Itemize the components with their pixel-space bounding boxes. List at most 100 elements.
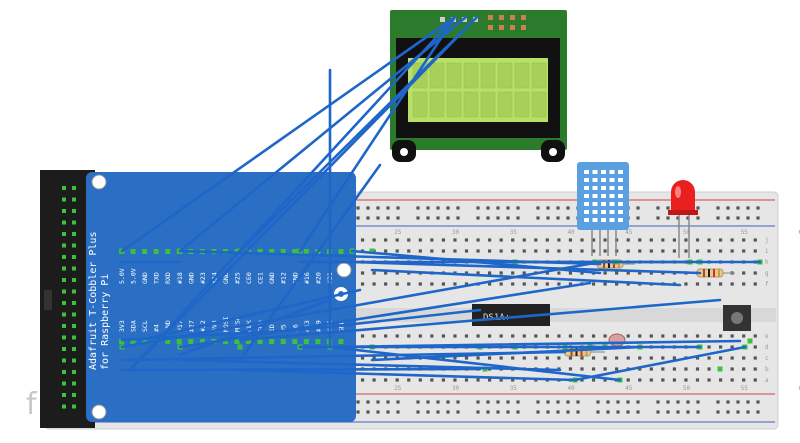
rail-hole bbox=[496, 216, 500, 220]
cobbler-pin-label: #27 bbox=[187, 320, 195, 332]
breadboard-hole bbox=[557, 356, 561, 360]
jumper-end bbox=[717, 366, 723, 372]
connector-pin bbox=[72, 301, 76, 305]
breadboard-hole bbox=[684, 249, 688, 253]
breadboard-hole bbox=[603, 282, 607, 286]
rail-hole bbox=[746, 400, 750, 404]
breadboard-hole bbox=[684, 378, 688, 382]
sensor-grille-slot bbox=[592, 170, 598, 174]
sensor-grille-slot bbox=[584, 218, 589, 222]
cobbler-pin-label: GND bbox=[164, 320, 172, 332]
breadboard-hole bbox=[661, 238, 665, 242]
lcd-cell bbox=[531, 91, 547, 118]
rail-hole bbox=[756, 206, 760, 210]
rail-hole bbox=[666, 216, 670, 220]
breadboard-hole bbox=[488, 334, 492, 338]
column-number: 45 bbox=[625, 385, 633, 392]
breadboard-hole bbox=[430, 249, 434, 253]
connector-pin bbox=[72, 243, 76, 248]
connector-pin bbox=[62, 197, 66, 202]
breadboard-hole bbox=[730, 334, 734, 338]
resistor-band bbox=[575, 348, 578, 356]
jumper-wire bbox=[573, 345, 747, 382]
breadboard-hole bbox=[488, 356, 492, 360]
breadboard-hole bbox=[742, 334, 746, 338]
connector-pin bbox=[62, 186, 66, 190]
breadboard-hole bbox=[464, 356, 469, 360]
connector-pin bbox=[62, 220, 66, 225]
breadboard-hole bbox=[464, 238, 469, 242]
rail-hole bbox=[696, 206, 700, 210]
breadboard-hole bbox=[557, 271, 561, 275]
column-number: 60 bbox=[798, 229, 800, 236]
breadboard-hole bbox=[534, 282, 538, 286]
breadboard-hole bbox=[488, 238, 492, 242]
rail-hole bbox=[366, 216, 370, 220]
sensor-grille-slot bbox=[618, 218, 623, 222]
rail-hole bbox=[666, 206, 670, 210]
rail-hole bbox=[496, 400, 500, 404]
breadboard-hole bbox=[742, 367, 746, 371]
sensor-grille-slot bbox=[601, 170, 606, 174]
breadboard-hole bbox=[603, 378, 607, 382]
breadboard-hole bbox=[441, 378, 445, 382]
lcd-cell bbox=[429, 91, 445, 118]
column-number: 50 bbox=[683, 385, 691, 392]
rail-hole bbox=[366, 206, 370, 210]
sensor-grille-slot bbox=[584, 178, 589, 182]
rail-hole bbox=[556, 400, 560, 404]
breadboard-hole bbox=[591, 367, 596, 371]
breadboard-hole bbox=[395, 378, 399, 382]
lcd-cell bbox=[497, 91, 513, 118]
jumper-end bbox=[237, 344, 243, 350]
breadboard-hole bbox=[430, 282, 434, 286]
breadboard-hole bbox=[719, 378, 723, 382]
rail-hole bbox=[536, 216, 540, 220]
breadboard-hole bbox=[407, 334, 411, 338]
connector-pin bbox=[62, 301, 66, 305]
breadboard-hole bbox=[580, 238, 584, 242]
cobbler-pin bbox=[269, 339, 275, 344]
cobbler-pin-label: #25 bbox=[234, 272, 242, 284]
breadboard-hole bbox=[615, 271, 619, 275]
breadboard-hole bbox=[649, 249, 653, 253]
rail-hole bbox=[626, 400, 630, 404]
breadboard-hole bbox=[488, 378, 492, 382]
rail-hole bbox=[416, 410, 420, 414]
breadboard-hole bbox=[707, 378, 711, 382]
rail-hole bbox=[676, 410, 680, 414]
jumper-wire bbox=[328, 339, 742, 349]
rail-hole bbox=[506, 400, 510, 404]
rail-hole bbox=[676, 400, 680, 404]
cobbler-pin bbox=[257, 249, 263, 254]
breadboard-hole bbox=[418, 238, 422, 242]
rail-hole bbox=[536, 400, 540, 404]
breadboard-hole bbox=[522, 249, 526, 253]
breadboard-hole bbox=[511, 334, 515, 338]
rail-hole bbox=[386, 400, 390, 404]
breadboard-hole bbox=[360, 356, 365, 360]
cobbler-pin-label: #20 bbox=[314, 272, 322, 284]
breadboard-hole bbox=[430, 238, 434, 242]
jumper-wire bbox=[178, 298, 332, 357]
rail-hole bbox=[436, 206, 440, 210]
connector-pin bbox=[62, 393, 66, 397]
rail-hole bbox=[656, 216, 660, 220]
breadboard-hole bbox=[545, 238, 549, 242]
resistor-band bbox=[703, 269, 705, 277]
cobbler-pin bbox=[292, 249, 298, 254]
cobbler-pin-label: ID bbox=[268, 324, 276, 332]
cobbler-pin-label: GND bbox=[268, 272, 276, 284]
sensor-grille-slot bbox=[609, 186, 615, 190]
column-number: 45 bbox=[625, 229, 633, 236]
column-number: 30 bbox=[452, 385, 460, 392]
cobbler-pin bbox=[142, 339, 148, 344]
sensor-grille-slot bbox=[609, 194, 615, 198]
breadboard-hole bbox=[707, 345, 711, 349]
sensor-grille-slot bbox=[584, 170, 589, 174]
resistor-band bbox=[585, 348, 588, 356]
rail-hole bbox=[756, 400, 760, 404]
rail-hole bbox=[356, 216, 360, 220]
sensor-grille-slot bbox=[601, 186, 606, 190]
breadboard-hole bbox=[499, 271, 503, 275]
